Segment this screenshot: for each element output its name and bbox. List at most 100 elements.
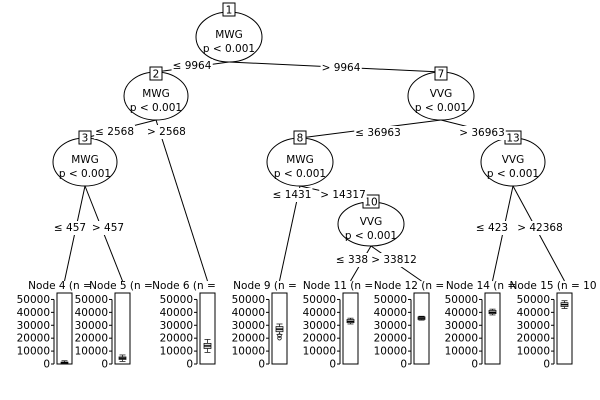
edge-label-bg bbox=[52, 221, 88, 235]
y-tick-label: 30000 bbox=[75, 320, 108, 332]
y-tick-label: 50000 bbox=[303, 294, 336, 306]
y-tick-label: 10000 bbox=[17, 346, 50, 358]
node-pvalue: p < 0.001 bbox=[203, 43, 255, 55]
y-tick-label: 40000 bbox=[232, 307, 265, 319]
node-id: 2 bbox=[153, 69, 160, 81]
node-pvalue: p < 0.001 bbox=[487, 168, 539, 180]
edge-label-13-to-14: ≤ 423 bbox=[476, 222, 508, 234]
y-tick-label: 0 bbox=[329, 359, 336, 371]
y-tick-label: 10000 bbox=[160, 346, 193, 358]
edge-label-bg bbox=[334, 253, 370, 267]
node-pvalue: p < 0.001 bbox=[274, 168, 326, 180]
boxplot-panel bbox=[342, 292, 359, 365]
y-tick-label: 20000 bbox=[75, 333, 108, 345]
y-tick-label: 20000 bbox=[17, 333, 50, 345]
y-tick-label: 50000 bbox=[232, 294, 265, 306]
y-tick-label: 20000 bbox=[374, 333, 407, 345]
node-id: 13 bbox=[506, 133, 519, 145]
y-tick-label: 10000 bbox=[75, 346, 108, 358]
edge-label-13-to-15: > 42368 bbox=[517, 222, 563, 234]
boxplot-panel bbox=[556, 292, 573, 365]
y-tick-label: 10000 bbox=[303, 346, 336, 358]
edge-label-7-to-8: ≤ 36963 bbox=[355, 127, 401, 139]
y-tick-label: 50000 bbox=[374, 294, 407, 306]
y-tick-label: 40000 bbox=[517, 307, 550, 319]
node-pvalue: p < 0.001 bbox=[130, 102, 182, 114]
y-tick-label: 30000 bbox=[17, 320, 50, 332]
edge-label-bg bbox=[516, 221, 564, 235]
terminal-header: Node 12 (n = bbox=[374, 280, 444, 292]
y-tick-label: 30000 bbox=[374, 320, 407, 332]
edge-label-bg bbox=[146, 125, 187, 139]
y-tick-label: 20000 bbox=[445, 333, 478, 345]
boxplot-panel bbox=[56, 292, 73, 365]
y-tick-label: 30000 bbox=[517, 320, 550, 332]
edge-label-10-to-12: > 33812 bbox=[371, 254, 417, 266]
y-tick-label: 0 bbox=[400, 359, 407, 371]
node-id: 8 bbox=[297, 133, 304, 145]
edge-label-bg bbox=[171, 59, 213, 73]
node-pvalue: p < 0.001 bbox=[345, 230, 397, 242]
y-tick-label: 50000 bbox=[160, 294, 193, 306]
node-id-box bbox=[293, 130, 307, 145]
y-tick-label: 0 bbox=[471, 359, 478, 371]
y-tick-label: 50000 bbox=[445, 294, 478, 306]
tree-edge-labels: ≤ 9964> 9964≤ 2568> 2568≤ 457> 457≤ 3696… bbox=[52, 59, 564, 267]
y-tick-label: 50000 bbox=[75, 294, 108, 306]
edge-label-bg bbox=[474, 221, 510, 235]
y-tick-label: 10000 bbox=[445, 346, 478, 358]
y-tick-label: 40000 bbox=[374, 307, 407, 319]
edge-label-bg bbox=[370, 253, 418, 267]
y-tick-label: 10000 bbox=[517, 346, 550, 358]
y-tick-label: 10000 bbox=[374, 346, 407, 358]
node-variable: MWG bbox=[215, 29, 243, 41]
y-tick-label: 0 bbox=[543, 359, 550, 371]
y-tick-label: 40000 bbox=[445, 307, 478, 319]
node-id-box bbox=[149, 66, 163, 81]
edge-2-to-6 bbox=[155, 119, 208, 282]
node-id-box bbox=[222, 2, 236, 17]
edge-label-3-to-5: > 457 bbox=[92, 222, 124, 234]
outlier-point bbox=[277, 336, 282, 341]
edge-label-bg bbox=[319, 188, 367, 202]
edge-label-bg bbox=[354, 126, 402, 140]
y-tick-label: 20000 bbox=[517, 333, 550, 345]
terminal-header: Node 9 (n = bbox=[233, 280, 297, 292]
node-id: 7 bbox=[438, 69, 445, 81]
edge-label-2-to-6: > 2568 bbox=[147, 126, 186, 138]
node-variable: MWG bbox=[142, 88, 170, 100]
boxplot-panel bbox=[413, 292, 430, 365]
edge-label-bg bbox=[90, 221, 126, 235]
y-tick-label: 20000 bbox=[232, 333, 265, 345]
terminal-header: Node 5 (n = bbox=[89, 280, 153, 292]
node-pvalue: p < 0.001 bbox=[415, 102, 467, 114]
boxplot-panel bbox=[484, 292, 501, 365]
y-tick-label: 40000 bbox=[75, 307, 108, 319]
node-pvalue: p < 0.001 bbox=[59, 168, 111, 180]
y-tick-label: 0 bbox=[101, 359, 108, 371]
edge-label-1-to-7: > 9964 bbox=[322, 62, 361, 74]
terminal-node-15: Node 15 (n = 100100002000030000400005000… bbox=[509, 280, 596, 371]
y-tick-label: 20000 bbox=[160, 333, 193, 345]
y-tick-label: 0 bbox=[258, 359, 265, 371]
edge-label-1-to-2: ≤ 9964 bbox=[173, 60, 212, 72]
node-id: 1 bbox=[226, 5, 233, 17]
edge-label-bg bbox=[271, 188, 313, 202]
node-variable: MWG bbox=[286, 154, 314, 166]
terminal-header: Node 4 (n = bbox=[28, 280, 92, 292]
y-tick-label: 40000 bbox=[303, 307, 336, 319]
outlier-point bbox=[277, 333, 282, 338]
edge-label-bg bbox=[458, 126, 506, 140]
boxplot-panel bbox=[199, 292, 216, 365]
